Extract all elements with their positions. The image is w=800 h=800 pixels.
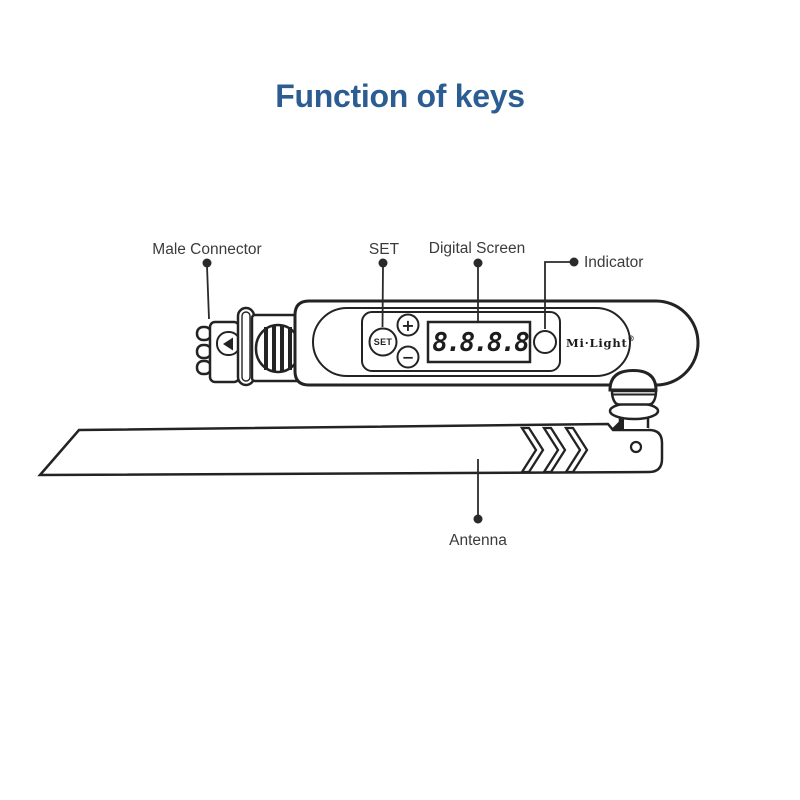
dot-indicator xyxy=(569,257,579,267)
dot-digital-screen xyxy=(473,258,483,268)
antenna-blade xyxy=(37,422,664,477)
callout-label-digital-screen: Digital Screen xyxy=(429,240,526,257)
leader-indicator xyxy=(544,261,574,329)
minus-icon: − xyxy=(402,349,415,367)
callout-label-male-connector: Male Connector xyxy=(152,241,261,258)
registered-mark-icon: ® xyxy=(628,334,635,343)
set-button xyxy=(368,327,398,357)
device-body-inner-line xyxy=(312,307,631,377)
set-button-label: SET xyxy=(374,337,393,347)
brand-text: Mi·Light xyxy=(566,336,628,350)
hinge-taper xyxy=(610,389,658,406)
connector-arrow-icon xyxy=(223,337,233,351)
plus-icon: + xyxy=(401,316,414,335)
male-connector xyxy=(195,306,302,387)
dot-antenna xyxy=(473,514,483,524)
antenna-chevrons-icon xyxy=(519,426,589,474)
connector-flange-inner xyxy=(241,311,251,382)
connector-grip-ribs xyxy=(264,326,292,371)
dot-male-connector xyxy=(202,258,212,268)
digital-screen xyxy=(426,320,532,364)
hinge-wedge xyxy=(611,416,624,429)
connector-grip xyxy=(254,323,302,374)
digital-screen-value: 8.8.8.8 xyxy=(432,328,529,358)
callout-label-antenna: Antenna xyxy=(449,532,507,549)
indicator-led xyxy=(533,330,557,354)
callout-label-set: SET xyxy=(369,241,400,258)
leader-set xyxy=(381,265,384,328)
page-title: Function of keys xyxy=(275,78,525,114)
callout-leaders xyxy=(202,257,579,524)
brand-logo: Mi·Light® xyxy=(566,334,635,351)
leader-male-connector xyxy=(206,265,210,320)
minus-button xyxy=(396,345,420,369)
callout-label-indicator: Indicator xyxy=(584,254,643,271)
antenna-screw-hole xyxy=(629,440,643,454)
dot-set xyxy=(378,258,388,268)
antenna-hinge xyxy=(608,368,660,429)
plus-button xyxy=(396,313,420,337)
hinge-dome xyxy=(608,368,658,392)
